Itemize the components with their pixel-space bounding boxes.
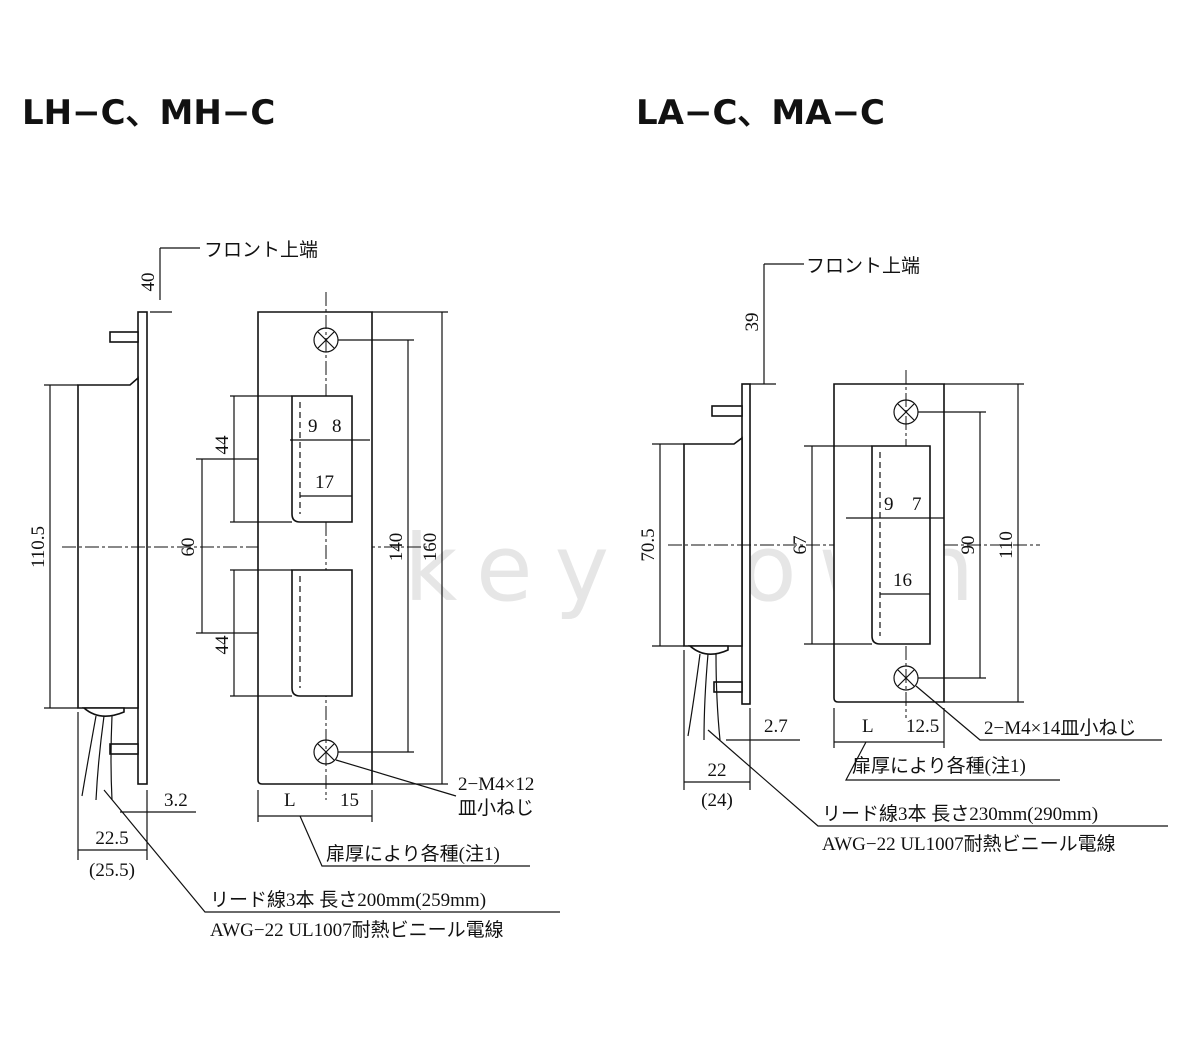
left-dim-25-5: (25.5) (89, 860, 135, 881)
left-dim-160: 160 (420, 533, 441, 562)
right-wire-2 (703, 653, 709, 741)
right-dim-24: (24) (701, 790, 733, 811)
right-dim-2-7: 2.7 (764, 716, 788, 737)
right-lead-note-2: AWG−22 UL1007耐熱ビニール電線 (822, 833, 1116, 855)
left-lead-note-1: リード線3本 長さ200mm(259mm) (210, 889, 486, 911)
left-title: LH−C、MH−C (22, 93, 275, 133)
right-dim-L: L (862, 716, 874, 737)
left-side-base (81, 707, 125, 717)
left-window-bottom (291, 569, 353, 697)
left-lead-note-2: AWG−22 UL1007耐熱ビニール電線 (210, 919, 504, 941)
left-front-label: フロント上端 (204, 239, 318, 261)
left-dim-140: 140 (386, 533, 407, 562)
right-wire-3 (715, 653, 721, 741)
right-window (871, 445, 931, 645)
left-wire-2 (95, 715, 105, 801)
right-lead-note-1: リード線3本 長さ230mm(290mm) (822, 803, 1098, 825)
left-screw-leader (335, 759, 457, 797)
right-title: LA−C、MA−C (636, 93, 885, 133)
left-front-plate (257, 311, 373, 785)
left-screw-note-1: 2−M4×12 (458, 774, 534, 795)
right-front-label: フロント上端 (806, 255, 920, 277)
left-dim-110-5: 110.5 (28, 526, 49, 568)
left-dim-44: 44 (212, 435, 233, 455)
right-model-drawing: LA−C、MA−C フロント上端 39 70.5 22 (24) 2.7 リード… (636, 93, 1168, 855)
right-door-leader (845, 741, 1060, 781)
right-dim-7: 7 (912, 494, 922, 515)
left-side-pin-top (109, 331, 139, 343)
left-wire-1 (81, 715, 97, 797)
right-screw-top-x2 (897, 403, 915, 421)
left-side-front-plate (137, 311, 148, 785)
left-door-note: 扉厚により各種(注1) (326, 843, 500, 865)
right-screw-bot-x2 (897, 669, 915, 687)
right-screw-leader (915, 685, 1162, 741)
right-dim-22: 22 (708, 760, 727, 781)
right-screw-note: 2−M4×14皿小ねじ (984, 717, 1136, 739)
right-dim-67: 67 (790, 536, 811, 555)
left-dim-60: 60 (178, 538, 199, 557)
left-screw-top-x2 (317, 331, 335, 349)
left-dim-9: 9 (308, 416, 318, 437)
left-dim-22-5: 22.5 (95, 828, 128, 849)
right-side-base (687, 645, 729, 655)
right-dim-90: 90 (958, 536, 979, 555)
right-side-pin-bottom (713, 681, 743, 693)
left-lead-leader (103, 789, 560, 913)
right-dim-12-5: 12.5 (906, 716, 939, 737)
right-side-front-plate (741, 383, 751, 705)
right-dim-110: 110 (996, 531, 1017, 559)
left-wire-3 (110, 715, 113, 801)
left-dim-15: 15 (340, 790, 359, 811)
right-door-note: 扉厚により各種(注1) (852, 755, 1026, 777)
right-side-body (683, 436, 743, 647)
left-dim-17: 17 (315, 472, 334, 493)
left-model-drawing: LH−C、MH−C フロント上端 40 110.5 22.5 (25.5 (22, 93, 560, 941)
right-dim-9: 9 (884, 494, 894, 515)
right-dim-16: 16 (893, 570, 912, 591)
left-dim-L: L (284, 790, 296, 811)
left-screw-bot-x2 (317, 743, 335, 761)
left-side-body (77, 376, 139, 709)
right-dim-70-5: 70.5 (638, 528, 659, 561)
right-dim-39: 39 (742, 313, 763, 332)
left-dim-44b: 44 (212, 635, 233, 655)
left-door-leader (299, 815, 530, 867)
left-dim-8: 8 (332, 416, 342, 437)
left-window-top (291, 395, 353, 523)
right-lead-leader (707, 729, 1168, 827)
left-screw-note-2: 皿小ねじ (458, 797, 534, 819)
left-side-pin-bottom (109, 743, 139, 755)
right-wire-1 (687, 653, 701, 737)
left-dim-40: 40 (138, 273, 159, 292)
left-dim-3-2: 3.2 (164, 790, 188, 811)
right-side-pin-top (711, 405, 743, 417)
